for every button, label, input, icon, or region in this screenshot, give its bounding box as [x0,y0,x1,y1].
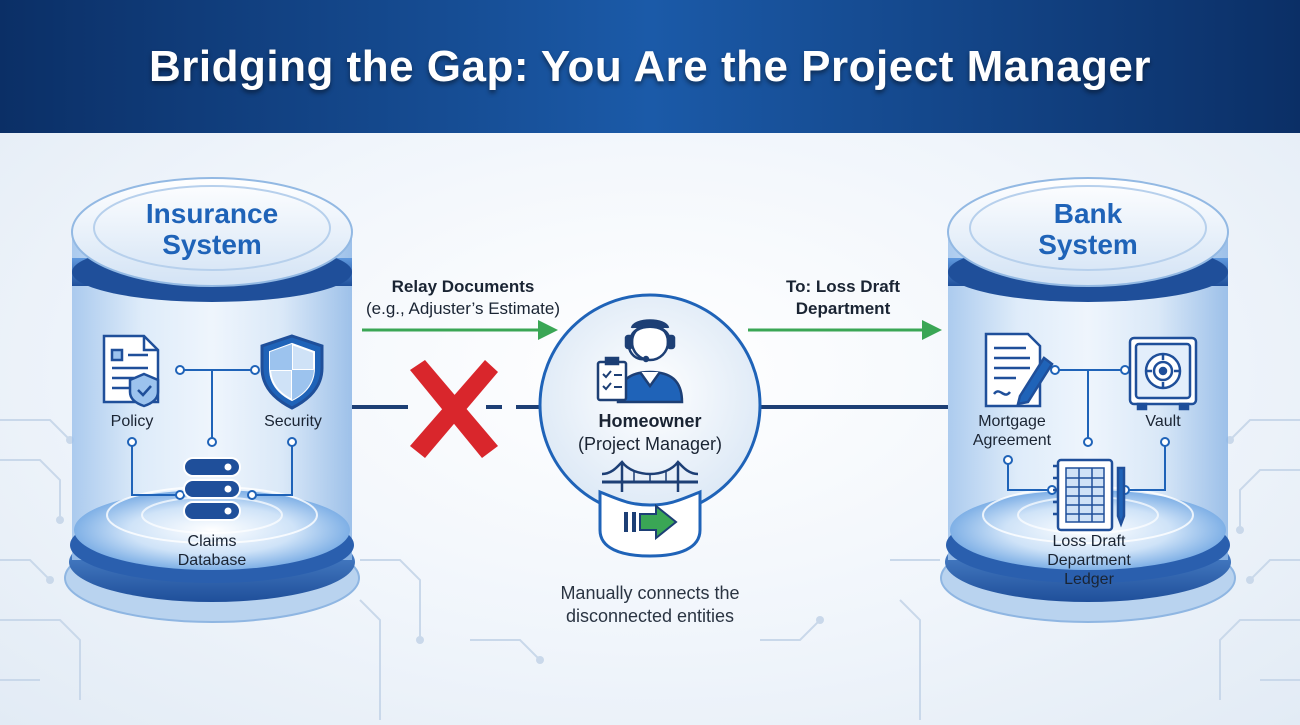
relay-label-line2: (e.g., Adjuster’s Estimate) [365,299,560,318]
to-loss-draft-label: To: Loss Draft Department [762,276,924,320]
to-department-arrow [748,320,942,340]
caption-line2: disconnected entities [565,606,735,626]
x-mark-icon [410,360,498,458]
bank-system-title: Bank System [988,198,1188,260]
ledger-label-line1: Loss Draft [1052,533,1126,550]
mortgage-label-line2: Agreement [972,432,1052,449]
homeowner-name: Homeowner [598,411,702,431]
to-dept-label-line1: To: Loss Draft [786,277,900,296]
bank-connectors [1007,369,1166,491]
homeowner-label: Homeowner (Project Manager) [560,410,740,456]
policy-label: Policy [110,413,154,430]
shield-icon [260,334,324,410]
contract-pen-icon [984,332,1054,408]
circuit-nodes [46,436,1254,664]
bank-title-line1: Bank [1053,198,1123,229]
vault-icon [1128,336,1198,411]
homeowner-role: (Project Manager) [577,434,723,454]
ledger-icon [1053,458,1126,532]
header-banner: Bridging the Gap: You Are the Project Ma… [0,0,1300,133]
mortgage-label-line1: Mortgage [978,413,1046,430]
vault-label: Vault [1145,413,1181,430]
document-shield-icon [102,334,160,408]
arrow-right-icon [624,503,678,541]
to-dept-label-line2: Department [795,299,891,318]
security-label: Security [264,413,322,430]
caption-line1: Manually connects the [560,583,740,603]
insurance-connectors [131,369,293,496]
insurance-title-line2: System [162,229,262,260]
loss-draft-ledger-label: Loss Draft Department Ledger [1024,532,1154,589]
database-icon [183,457,241,521]
relay-arrow [362,320,558,340]
headset-person-icon [596,319,684,404]
insurance-title-line1: Insurance [145,198,279,229]
ledger-label-line3: Ledger [1064,571,1114,588]
caption: Manually connects the disconnected entit… [520,582,780,628]
bank-title-line2: System [1038,229,1138,260]
mortgage-agreement-label: Mortgage Agreement [960,412,1064,450]
bridge-icon [601,460,699,492]
page-title: Bridging the Gap: You Are the Project Ma… [148,41,1152,91]
relay-documents-label: Relay Documents (e.g., Adjuster’s Estima… [352,276,574,320]
ledger-label-line2: Department [1047,552,1131,569]
circuit-traces [0,419,1300,720]
insurance-system-title: Insurance System [112,198,312,260]
claims-database-label: Claims Database [162,532,262,570]
relay-label-line1: Relay Documents [391,277,535,296]
claims-label-line2: Database [177,552,247,569]
insurance-connector-nodes [127,365,297,500]
claims-label-line1: Claims [187,533,237,550]
